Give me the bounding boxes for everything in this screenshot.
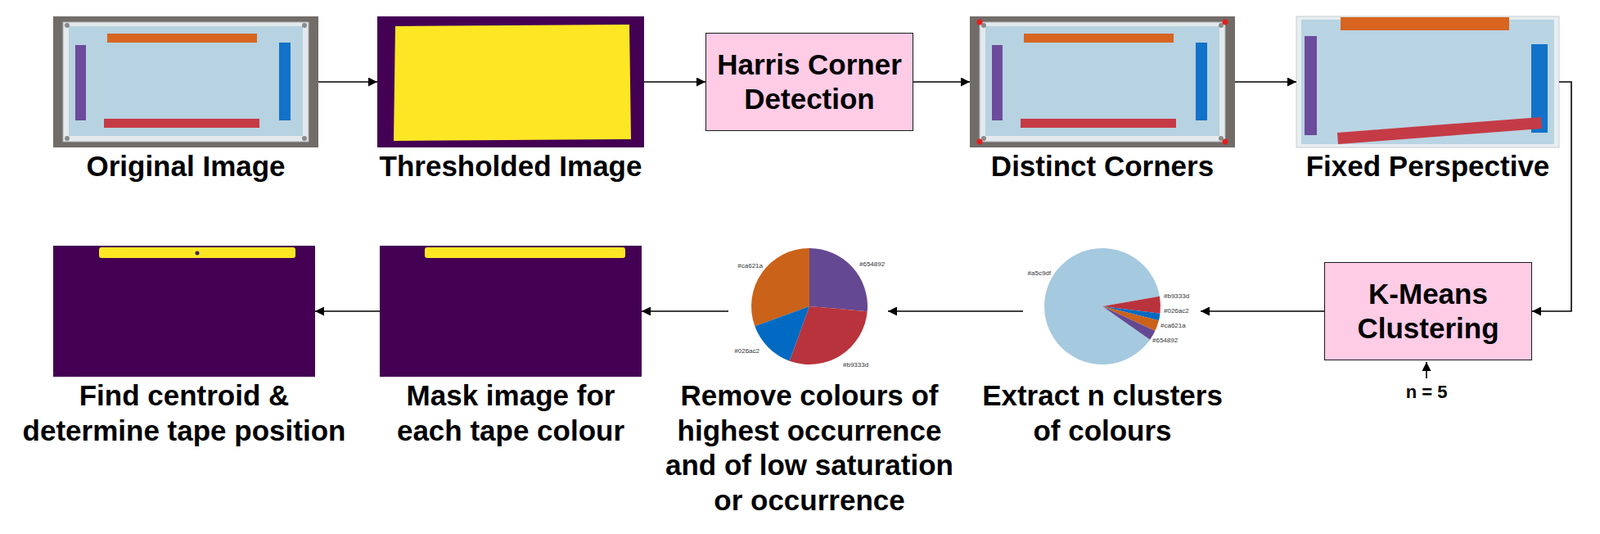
corners-photo — [969, 16, 1235, 148]
parameter-label: n = 5 — [1303, 380, 1550, 404]
illustration-shape — [1340, 17, 1510, 31]
slice-label: #ca621a — [737, 261, 763, 271]
pie-slice — [1102, 306, 1155, 340]
caption-holder: Remove colours of highest occurrence and… — [658, 378, 961, 519]
step-caption: Extract n clusters of colours — [973, 378, 1232, 448]
slice-label: #b9333d — [842, 360, 869, 370]
step-caption: Fixed Perspective — [1289, 148, 1568, 185]
flow-arrow — [641, 310, 729, 312]
step-caption: Thresholded Image — [355, 148, 667, 185]
flow-arrow — [315, 310, 380, 312]
illustration-shape — [1301, 19, 1555, 145]
illustration-shape — [1222, 139, 1229, 145]
step-caption: Mask image for each tape colour — [387, 378, 634, 448]
illustration-shape — [1304, 36, 1317, 136]
slice-label: #026ac2 — [734, 347, 760, 356]
illustration-shape — [977, 19, 983, 26]
centroid-image — [53, 245, 316, 377]
illustration-shape — [977, 139, 983, 145]
pie-chart — [751, 247, 868, 365]
original-photo — [53, 16, 319, 148]
caption-holder: Distinct Corners — [963, 148, 1242, 185]
illustration-shape — [99, 247, 296, 258]
box-label: K-Means Clustering — [1331, 276, 1525, 346]
illustration-shape — [53, 16, 319, 148]
slice-label: #654892 — [859, 260, 885, 269]
caption-holder: Mask image for each tape colour — [387, 378, 634, 448]
pie-chart — [1044, 247, 1161, 365]
caption-holder: Find centroid & determine tape position — [14, 378, 355, 448]
process-box: Harris Corner Detection — [705, 32, 914, 131]
process-box: K-Means Clustering — [1324, 261, 1533, 361]
caption-holder: Fixed Perspective — [1289, 148, 1568, 185]
illustration-shape — [1337, 117, 1542, 145]
caption-holder: Thresholded Image — [355, 148, 667, 185]
illustration-shape — [195, 251, 200, 256]
image-panel: Distinct Corners — [969, 16, 1235, 148]
warped-photo — [1296, 16, 1560, 148]
step-caption: Original Image — [38, 148, 334, 185]
caption-holder: Extract n clusters of colours — [973, 378, 1232, 448]
step-caption: Find centroid & determine tape position — [14, 378, 355, 448]
illustration-shape — [53, 245, 316, 377]
pie-slice — [754, 306, 810, 361]
illustration-shape — [424, 247, 626, 258]
flow-arrow — [1234, 81, 1297, 83]
image-panel: Find centroid & determine tape position — [53, 245, 316, 377]
illustration-shape — [1296, 16, 1560, 148]
illustration-shape — [969, 16, 1235, 148]
step-caption: Remove colours of highest occurrence and… — [658, 378, 961, 519]
pie-slice — [1102, 306, 1159, 331]
flow-arrow — [318, 81, 378, 83]
slice-label: #ca621a — [1160, 321, 1186, 330]
parameter-arrow — [1425, 361, 1428, 379]
flow-arrow — [1200, 310, 1325, 312]
box-label: Harris Corner Detection — [712, 47, 906, 117]
pie-slice — [809, 247, 868, 311]
image-panel: Mask image for each tape colour — [379, 245, 642, 377]
caption-holder: Original Image — [38, 148, 334, 185]
image-panel: Fixed Perspective — [1296, 16, 1560, 148]
threshold-image — [377, 16, 645, 148]
illustration-shape — [379, 245, 642, 377]
mask-image — [379, 245, 642, 377]
image-panel: Original Image — [53, 16, 319, 148]
pie-charts — [751, 247, 1161, 365]
illustration-shape — [377, 16, 645, 148]
illustration-shape — [393, 24, 631, 141]
slice-label: #b9333d — [1163, 292, 1190, 301]
illustration-shape — [1222, 19, 1229, 26]
flow-arrow — [1532, 81, 1572, 311]
slice-label: #654892 — [1152, 336, 1178, 345]
step-caption: Distinct Corners — [963, 148, 1242, 185]
slice-label: #026ac2 — [1163, 306, 1190, 316]
image-panel: Thresholded Image — [377, 16, 645, 148]
flow-arrow — [887, 310, 1024, 312]
flow-arrow — [913, 81, 970, 83]
slice-label: #a5c9df — [1027, 269, 1051, 278]
flow-arrow — [644, 81, 706, 83]
